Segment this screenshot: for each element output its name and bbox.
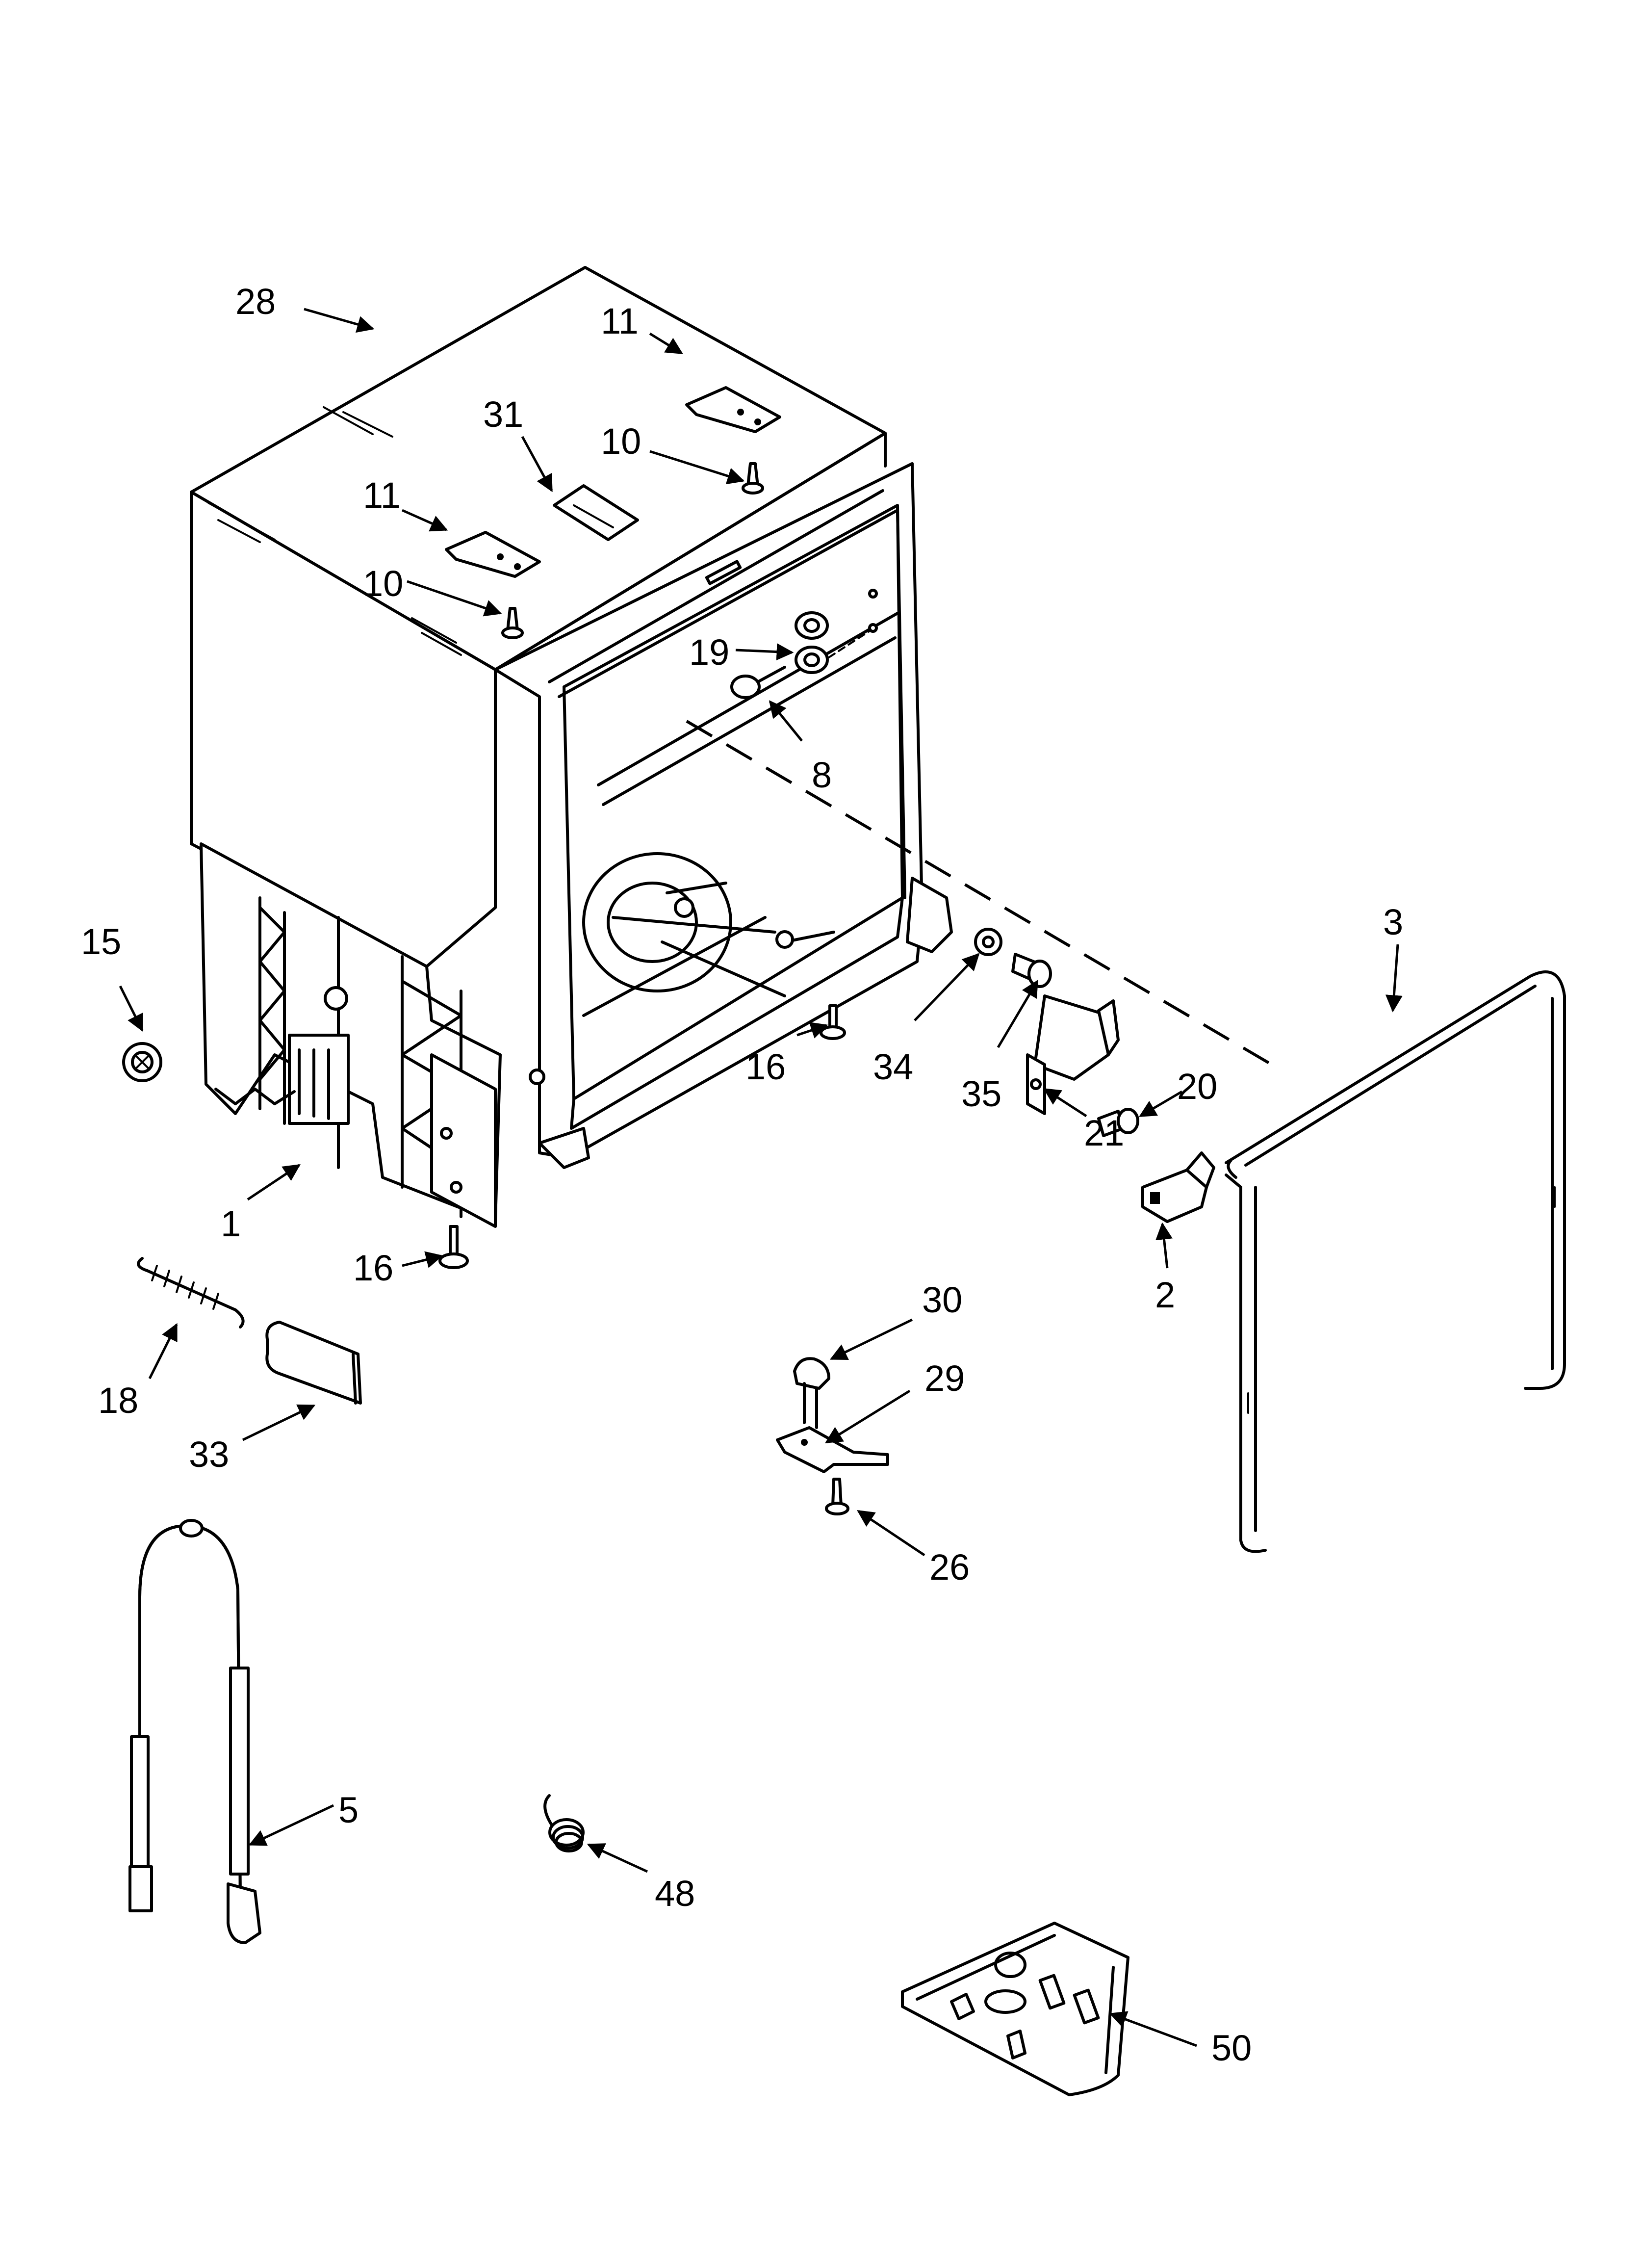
callout-48: 48 (655, 1873, 695, 1914)
latch-2 (1141, 1151, 1215, 1223)
strike-bracket-21 (1026, 994, 1120, 1115)
clip-30 (793, 1357, 830, 1429)
callout-21: 21 (1084, 1113, 1124, 1153)
callout-16-upper: 16 (745, 1046, 786, 1087)
callout-1: 1 (221, 1203, 241, 1244)
parts-bag-50 (901, 1922, 1129, 2096)
screw-10-lower (501, 607, 524, 639)
callout-11-lower: 11 (363, 475, 401, 516)
hinge-bracket-upper (685, 386, 781, 433)
callout-10-lower: 10 (363, 563, 403, 604)
callout-19: 19 (689, 632, 729, 673)
callout-33: 33 (189, 1434, 229, 1475)
screw-10-upper (742, 462, 764, 495)
insulation-33 (265, 1321, 362, 1405)
plug-15 (122, 1042, 162, 1082)
callout-labels: 28 11 11 31 10 10 19 8 3 15 16 34 35 20 … (81, 281, 1403, 2068)
spring-18 (137, 1257, 245, 1329)
screw-26 (825, 1478, 849, 1515)
callout-28: 28 (235, 281, 276, 322)
screw-8 (730, 666, 786, 699)
bracket-29 (776, 1426, 889, 1473)
rack-roller-19 (795, 589, 878, 674)
lock-nut-34 (974, 928, 1002, 956)
assembly-line (686, 720, 1281, 1071)
leader-lines (119, 308, 1403, 2047)
callout-8: 8 (812, 755, 832, 795)
callout-50: 50 (1211, 2028, 1252, 2068)
callout-31: 31 (483, 394, 523, 435)
callout-29: 29 (924, 1358, 965, 1399)
hose-clamp-48 (543, 1794, 585, 1852)
door-gasket-3 (1225, 970, 1566, 1553)
tub-base-part (200, 842, 502, 1228)
screw-35 (1011, 953, 1052, 988)
callout-26: 26 (929, 1547, 970, 1588)
callout-5: 5 (338, 1790, 359, 1830)
callout-2: 2 (1155, 1275, 1175, 1315)
hinge-bracket-lower (445, 531, 541, 578)
callout-11-upper: 11 (601, 301, 639, 341)
callout-18: 18 (98, 1380, 138, 1421)
callout-35: 35 (961, 1073, 1001, 1114)
callout-30: 30 (922, 1279, 962, 1320)
callout-16-lower: 16 (353, 1248, 393, 1288)
tub-wrap-part (190, 266, 887, 968)
foot-16-lower (438, 1225, 469, 1269)
plate-31 (553, 484, 639, 541)
callout-34: 34 (873, 1046, 913, 1087)
callout-20: 20 (1177, 1066, 1217, 1107)
callout-10-upper: 10 (601, 421, 641, 462)
drain-hose-5 (128, 1519, 261, 1944)
callout-15: 15 (81, 921, 121, 962)
screw-20 (1097, 1108, 1139, 1137)
callout-3: 3 (1383, 902, 1403, 942)
